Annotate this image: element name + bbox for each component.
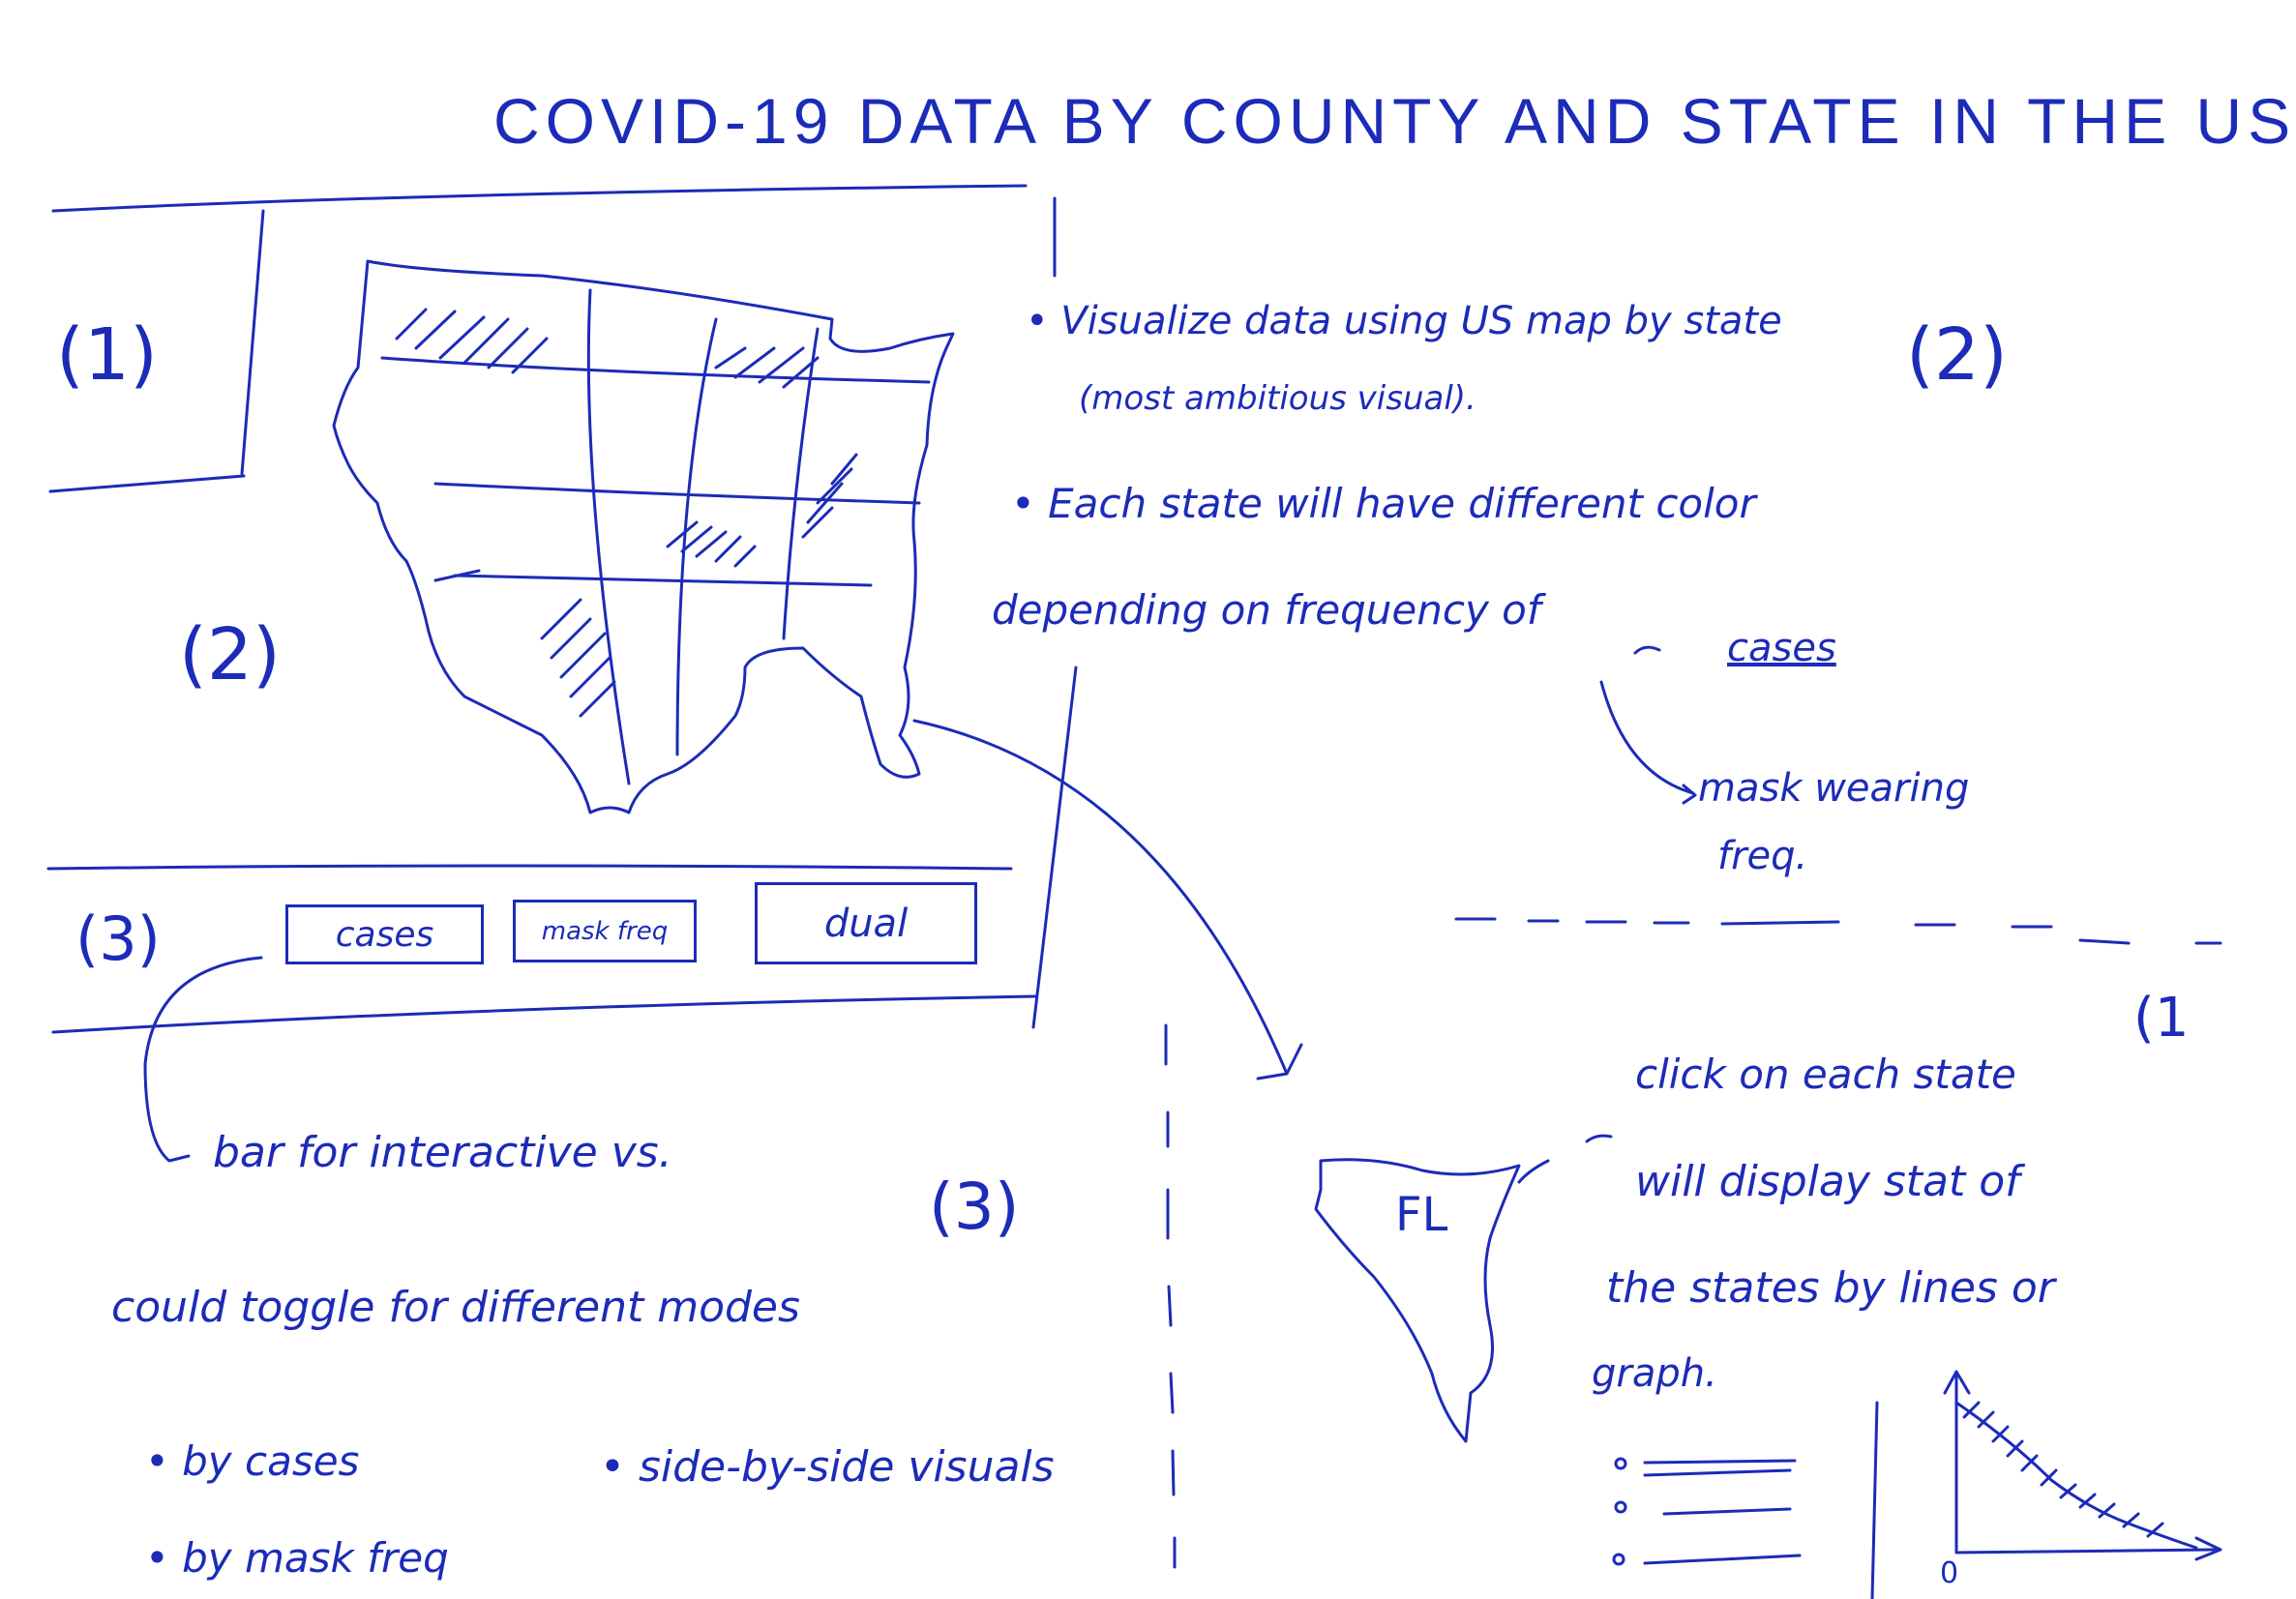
bar-top-line — [46, 864, 1013, 871]
section1-bottom-line — [48, 474, 246, 493]
mask-arrow — [1599, 680, 1697, 805]
fl-state-label: FL — [1395, 1188, 1448, 1242]
cases-mode-button[interactable]: cases — [285, 904, 484, 964]
note-bar-interactive: bar for interactive vs. — [213, 1128, 672, 1177]
section-3-label: (3) — [75, 903, 161, 974]
graph-axes — [1943, 1370, 2222, 1561]
list-bullet — [1614, 1500, 1627, 1514]
section-1-label: (1) — [56, 313, 158, 397]
list-bullet — [1614, 1457, 1627, 1470]
note-lines-or: the states by lines or — [1606, 1263, 2055, 1313]
note-by-cases: • by cases — [145, 1437, 360, 1485]
panel-right-edge — [1031, 666, 1078, 1029]
freq-arrow — [1633, 645, 1661, 655]
graph-axis-zero: 0 — [1940, 1556, 1959, 1590]
section-1-right-label: (1 — [2133, 987, 2190, 1050]
note-click-state: click on each state — [1635, 1051, 2016, 1098]
dashed-separator — [1454, 917, 2222, 945]
note-color: • Each state will have different color — [1011, 480, 1756, 527]
section-3-lower-label: (3) — [929, 1170, 1020, 1244]
graph-curve — [1954, 1401, 2198, 1550]
note-cases: cases — [1727, 626, 1836, 670]
section-2-label: (2) — [179, 613, 281, 696]
note-freq: freq. — [1717, 834, 1808, 878]
divider-bottom — [1870, 1401, 1879, 1599]
section3-mid-dashes — [1164, 1023, 1177, 1569]
header-divider — [51, 184, 1028, 213]
us-map-outline — [332, 259, 955, 814]
note-depending: depending on frequency of — [992, 586, 1541, 634]
fl-pointer — [1517, 1134, 1613, 1184]
map-to-state-arrow — [912, 719, 1303, 1081]
graph-hatching — [1962, 1401, 2164, 1538]
note-mask-wearing: mask wearing — [1698, 766, 1970, 811]
section-2-right-label: (2) — [1906, 313, 2008, 397]
map-hatching — [395, 308, 858, 718]
mask-freq-mode-button[interactable]: mask freq — [513, 900, 697, 962]
list-lines — [1643, 1459, 1802, 1565]
section1-left-bar — [240, 209, 265, 476]
list-bullet — [1612, 1553, 1625, 1566]
note-toggle: could toggle for different modes — [111, 1283, 800, 1332]
note-side-by-side: • side-by-side visuals — [600, 1442, 1055, 1492]
bar-note-curve — [143, 956, 263, 1163]
note-ambitious: (most ambitious visual). — [1079, 379, 1476, 418]
note-display-stat: will display stat of — [1635, 1157, 2020, 1206]
note-by-mask: • by mask freq — [145, 1534, 449, 1582]
map-grid — [380, 288, 931, 785]
note-graph: graph. — [1592, 1351, 1717, 1396]
bar-bottom-line — [51, 994, 1037, 1034]
note-visualize: • Visualize data using US map by state — [1026, 299, 1782, 343]
page-title: COVID-19 DATA BY COUNTY AND STATE IN THE… — [493, 85, 2296, 157]
fl-state-outline — [1314, 1158, 1521, 1443]
map-stroke — [433, 569, 481, 582]
dual-mode-button[interactable]: dual — [755, 882, 977, 964]
